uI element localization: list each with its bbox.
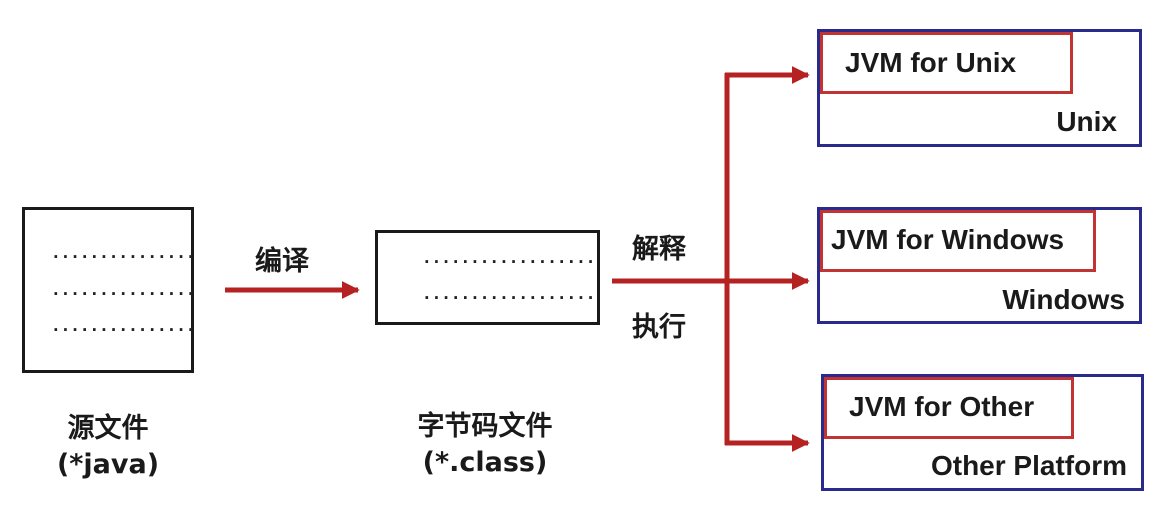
platform-name-other: Other Platform xyxy=(930,450,1127,481)
source-file-caption: 源文件 (*java) xyxy=(38,411,178,483)
bytecode-file-box: .................. .................. xyxy=(375,230,600,325)
platform-name-unix: Unix xyxy=(1056,106,1117,137)
source-file-box: ............... ............... ........… xyxy=(22,207,196,373)
bytecode-file-ext: (*.class) xyxy=(422,447,548,478)
compile-label: 编译 xyxy=(255,246,309,277)
platform-box-other: JVM for Other Other Platform xyxy=(821,374,1144,491)
jvm-box-unix: JVM for Unix xyxy=(820,32,1073,94)
execute-label: 执行 xyxy=(632,312,686,343)
bytecode-file-caption: 字节码文件 (*.class) xyxy=(395,409,575,481)
platform-box-unix: JVM for Unix Unix xyxy=(817,29,1142,147)
bytecode-file-title: 字节码文件 xyxy=(417,411,553,442)
source-dots-2: ............... xyxy=(51,280,196,299)
interpret-label: 解释 xyxy=(632,234,686,265)
bytecode-dots-1: .................. xyxy=(422,248,596,267)
platform-box-windows: JVM for Windows Windows xyxy=(817,207,1142,324)
source-file-ext: (*java) xyxy=(56,449,160,480)
source-dots-3: ............... xyxy=(51,316,196,335)
jvm-box-windows: JVM for Windows xyxy=(820,210,1096,272)
bytecode-dots-2: .................. xyxy=(422,284,596,303)
source-file-title: 源文件 xyxy=(67,413,149,444)
platform-name-windows: Windows xyxy=(1002,284,1125,315)
jvm-box-other: JVM for Other xyxy=(824,377,1074,439)
source-dots-1: ............... xyxy=(51,243,196,262)
